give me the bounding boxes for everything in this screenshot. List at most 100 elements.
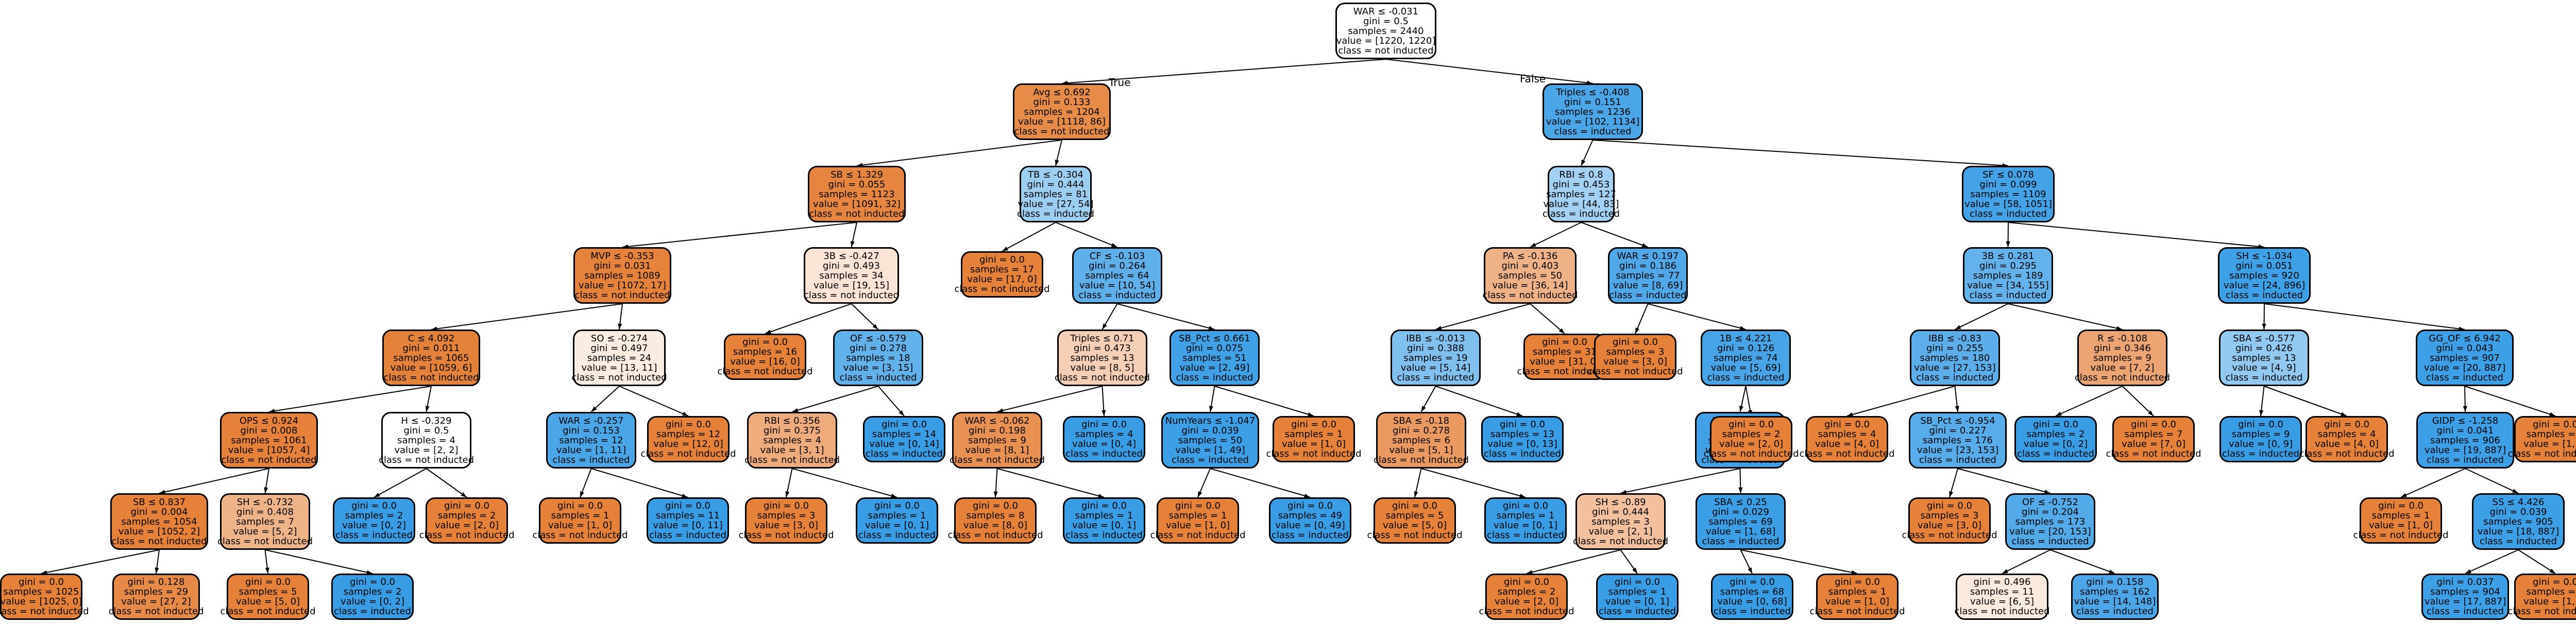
node-text-line: SH ≤ -0.732 — [236, 496, 294, 508]
edge-arrowhead — [1739, 326, 1746, 331]
node-text-line: gini = 0.497 — [590, 342, 648, 354]
edge-arrowhead — [265, 567, 269, 574]
node-text-line: class = inducted — [839, 372, 917, 383]
node-text-line: value = [1, 11] — [556, 444, 626, 456]
node-text-line: gini = 0.043 — [2436, 342, 2494, 354]
node-text-line: gini = 0.295 — [1979, 260, 2037, 271]
node-text-line: samples = 4 — [2317, 429, 2376, 440]
edge-arrowhead — [891, 494, 897, 498]
node-text-line: samples = 4 — [1818, 429, 1876, 440]
node-text-line: gini = 0.426 — [2235, 342, 2293, 354]
node-text-line: gini = 0.0 — [2378, 500, 2424, 511]
node-text-line: class = inducted — [2426, 372, 2503, 383]
tree-edge — [997, 386, 1103, 412]
node-text-line: value = [1072, 17] — [579, 280, 666, 291]
node-text-line: samples = 29 — [124, 586, 189, 597]
node-text-line: value = [10, 54] — [1079, 280, 1155, 291]
node-text-line: class = inducted — [858, 530, 936, 541]
node-text-line: value = [0, 14] — [869, 439, 939, 449]
node-text-line: value = [1052, 2] — [118, 526, 200, 537]
tree-edge — [2122, 386, 2154, 417]
tree-edge — [1955, 303, 2008, 330]
tree-edge — [1526, 549, 1621, 574]
node-text-line: value = [0, 1] — [1072, 520, 1137, 531]
node-text-line: samples = 4 — [763, 435, 821, 446]
node-text-line: samples = 2 — [437, 510, 496, 521]
node-text-line: WAR ≤ -0.031 — [1353, 6, 1419, 17]
node-text-line: gini = 0.444 — [1027, 179, 1084, 190]
node-text-line: gini = 0.255 — [1926, 342, 1984, 354]
tree-edge — [41, 549, 160, 574]
node-text-line: gini = 0.204 — [2022, 506, 2079, 517]
node-text-line: value = [3, 0] — [754, 520, 819, 531]
node-text-line: gini = 0.0 — [665, 500, 710, 511]
tree-edge — [590, 386, 620, 412]
node-text-line: class = not inducted — [2106, 448, 2201, 459]
node-text-line: gini = 0.075 — [1186, 342, 1243, 354]
edge-arrowhead — [155, 567, 159, 574]
node-text-line: class = inducted — [1702, 535, 1780, 547]
tree-edge — [622, 222, 857, 248]
node-text-line: class = inducted — [334, 606, 411, 617]
node-text-line: value = [0, 49] — [1275, 520, 1345, 531]
edge-arrowhead — [899, 410, 904, 416]
tree-edge — [1055, 222, 1117, 248]
node-text-line: gini = 0.153 — [563, 425, 620, 436]
node-text-line: value = [31, 0] — [1530, 356, 1600, 367]
node-text-line: samples = 1 — [1168, 510, 1227, 521]
node-text-line: value = [5, 0] — [1382, 520, 1447, 531]
node-text-line: value = [17, 0] — [967, 274, 1037, 285]
node-text-line: value = [27, 54] — [1018, 198, 1094, 210]
node-text-line: class = inducted — [1970, 208, 2047, 219]
node-text-line: class = not inducted — [220, 606, 316, 617]
node-text-line: samples = 176 — [1923, 435, 1993, 446]
node-text-line: samples = 9 — [968, 435, 1026, 446]
node-text-line: gini = 0.0 — [2033, 419, 2078, 430]
node-text-line: 3B ≤ -0.427 — [823, 250, 879, 262]
node-text-line: samples = 18 — [846, 352, 910, 363]
node-text-line: RBI ≤ 0.356 — [764, 415, 820, 426]
tree-edge — [2008, 303, 2123, 330]
edge-arrowhead — [1304, 493, 1310, 498]
tree-edge — [792, 468, 897, 498]
edge-arrowhead — [1851, 570, 1857, 575]
node-text-line: class = inducted — [866, 448, 943, 459]
node-text-line: gini = 0.346 — [2094, 342, 2151, 354]
node-text-line: class = inducted — [1397, 372, 1475, 383]
node-text-line: samples = 6 — [1392, 435, 1450, 446]
node-text-line: class = inducted — [1078, 289, 1156, 301]
node-text-line: gini = 0.041 — [2436, 425, 2494, 436]
node-text-line: gini = 0.0 — [1175, 500, 1221, 511]
node-text-line: samples = 904 — [2430, 586, 2500, 597]
tree-edge — [1214, 386, 1314, 417]
edge-arrowhead — [1738, 487, 1743, 493]
node-text-line: class = inducted — [335, 530, 413, 541]
tree-edge — [1117, 303, 1215, 330]
node-text-line: samples = 2 — [1722, 429, 1781, 440]
node-text-line: samples = 1061 — [231, 435, 307, 446]
node-text-line: samples = 34 — [819, 270, 884, 281]
edge-arrowhead — [2044, 490, 2050, 494]
node-text-line: value = [1057, 4] — [228, 444, 310, 456]
edge-arrowhead — [1414, 491, 1418, 497]
edge-arrowhead — [993, 491, 998, 497]
node-text-line: gini = 0.0 — [764, 500, 809, 511]
node-text-line: gini = 0.278 — [1393, 425, 1450, 436]
node-text-line: NumYears ≤ -1.047 — [1165, 415, 1256, 426]
node-text-line: class = inducted — [1707, 372, 1785, 383]
node-text-line: value = [2, 1] — [1588, 526, 1653, 537]
edge-arrowhead — [2056, 411, 2062, 416]
node-text-line: value = [27, 153] — [1914, 362, 1996, 373]
edge-arrowhead — [682, 411, 688, 416]
edge-arrowhead — [1002, 247, 1008, 251]
node-text-line: OPS ≤ 0.924 — [239, 415, 299, 426]
node-text-line: samples = 1 — [1284, 429, 1343, 440]
